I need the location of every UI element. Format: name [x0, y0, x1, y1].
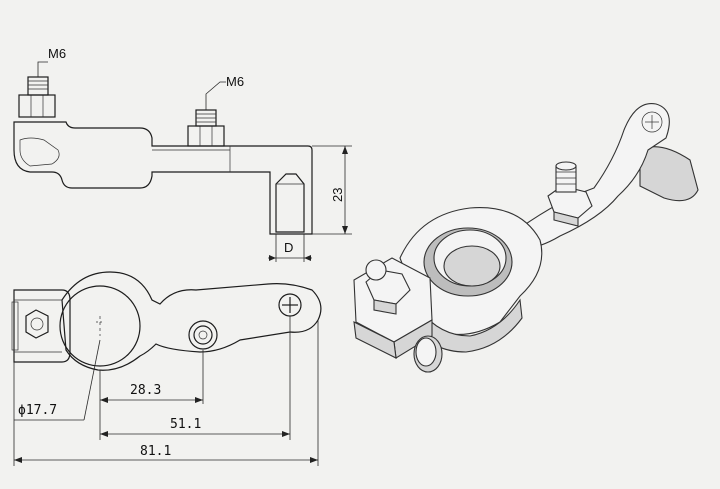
isometric-view: [353, 102, 699, 373]
top-view: ϕ17.7 28.3 51.1 81.1: [11, 271, 322, 466]
dimension-51: 51.1: [100, 316, 291, 440]
side-body-outline: [13, 121, 313, 235]
clamp-nut: [25, 309, 49, 339]
stud-hole: [188, 320, 218, 350]
left-stud: [18, 76, 56, 118]
width-dimension: D: [268, 234, 312, 262]
right-stud: [187, 109, 225, 147]
diameter-dimension: ϕ17.7: [14, 339, 101, 421]
terminal-bore: [59, 285, 141, 367]
dimension-28: 28.3: [99, 350, 204, 440]
dimension-51-label: 51.1: [170, 417, 201, 432]
thread-label-right: M6: [226, 74, 244, 89]
thread-callout-left: M6: [37, 46, 66, 77]
width-label: D: [284, 240, 293, 255]
thread-callout-right: M6: [205, 74, 244, 110]
thread-label-left: M6: [48, 46, 66, 61]
height-label: 23: [330, 188, 345, 202]
dimension-81: 81.1: [13, 320, 319, 466]
dimension-81-label: 81.1: [140, 444, 171, 459]
ring-body: [61, 271, 322, 371]
dimension-28-label: 28.3: [130, 383, 161, 398]
side-view: M6 M6 23 D: [13, 46, 352, 262]
height-dimension: 23: [312, 145, 352, 235]
diameter-label: ϕ17.7: [18, 403, 57, 418]
